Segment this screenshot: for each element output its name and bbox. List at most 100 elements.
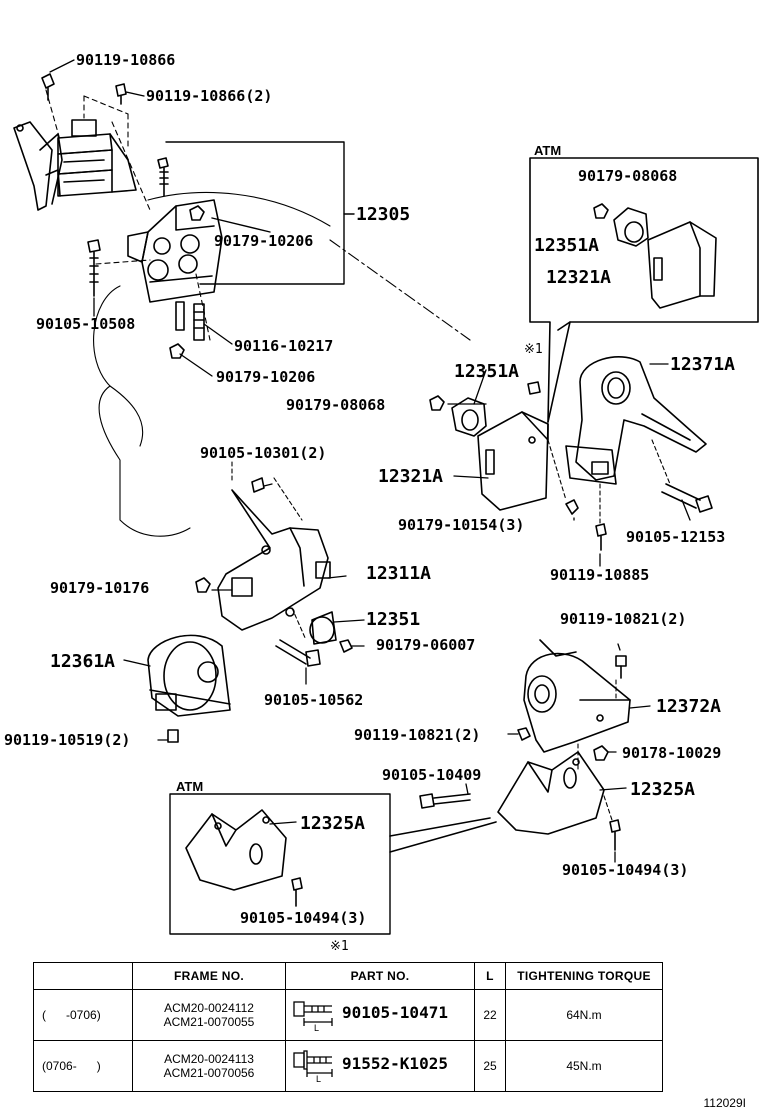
label-12351: 12351: [366, 609, 421, 630]
table-row: (0706- ) ACM20-0024113 ACM21-0070056 L 9…: [33, 1040, 663, 1092]
bolt-dim-label: L: [316, 1074, 321, 1083]
label-90179-10206-b: 90179-10206: [216, 368, 316, 386]
label-12305: 12305: [356, 204, 411, 225]
atm-nut-90179-08068: [593, 203, 609, 219]
bolt-90119-10885: [595, 523, 607, 551]
label-90119-10866: 90119-10866: [76, 51, 176, 69]
table-header-period: [33, 962, 133, 990]
table-row: ( -0706) ACM20-0024112 ACM21-0070055 L 9…: [33, 989, 663, 1041]
table-header-frame: FRAME NO.: [132, 962, 286, 990]
flange-bolt-icon: L: [293, 1050, 333, 1083]
label-90105-12153: 90105-12153: [626, 528, 726, 546]
row1-frame: ACM20-0024112 ACM21-0070055: [132, 989, 286, 1041]
part-table: FRAME NO. PART NO. L TIGHTENING TORQUE (…: [33, 962, 663, 1092]
bracket-12321A: [477, 411, 549, 511]
label-90105-10409: 90105-10409: [382, 766, 482, 784]
label-90179-10154-3: 90179-10154(3): [398, 516, 525, 534]
label-90105-10508: 90105-10508: [36, 315, 136, 333]
bolt-12305: [157, 157, 169, 197]
engine-mount-bracket-12305: [127, 199, 223, 303]
nut-90179-06007: [339, 639, 353, 653]
label-90119-10519-2: 90119-10519(2): [4, 731, 131, 749]
label-90179-08068: 90179-08068: [286, 396, 386, 414]
table-header-part: PART NO.: [285, 962, 475, 990]
label-atm-top: ATM: [534, 143, 562, 158]
nut-90179-10176: [195, 577, 211, 593]
bolt-90105-10494: [609, 819, 621, 851]
row2-frame2: ACM21-0070056: [163, 1066, 255, 1080]
row2-frame: ACM20-0024113 ACM21-0070056: [132, 1040, 286, 1092]
row1-frame1: ACM20-0024112: [164, 1001, 254, 1015]
label-90105-10494-3: 90105-10494(3): [562, 861, 689, 879]
nut-90179-10206-b: [169, 343, 185, 359]
bolt-note1: [527, 381, 541, 395]
row1-torque: 64N.m: [505, 989, 663, 1041]
row2-frame1: ACM20-0024113: [164, 1052, 254, 1066]
label-12372A: 12372A: [656, 696, 722, 717]
nut-90178-10029: [593, 745, 609, 761]
insulator-12351A: [451, 397, 487, 437]
nut-90179-10154: [565, 499, 579, 515]
label-90179-06007: 90179-06007: [376, 636, 476, 654]
label-90119-10821-2b: 90119-10821(2): [354, 726, 481, 744]
bolt-90105-10562: [275, 639, 321, 667]
table-header-torque: TIGHTENING TORQUE: [505, 962, 663, 990]
label-12311A: 12311A: [366, 563, 432, 584]
row2-period: (0706- ): [33, 1040, 133, 1092]
label-12371A: 12371A: [670, 354, 736, 375]
bolt-90119-10821-a: [615, 655, 627, 679]
bolt-90105-10409: [419, 793, 471, 809]
nut-90179-08068: [429, 395, 445, 411]
row1-period: ( -0706): [33, 989, 133, 1041]
row1-part-cell: L 90105-10471: [285, 989, 475, 1041]
row2-part: 91552-K1025: [342, 1054, 448, 1074]
label-12361A: 12361A: [50, 651, 116, 672]
bolt-90105-10301: [251, 477, 265, 493]
row2-l: 25: [474, 1040, 506, 1092]
bolt-dim-label: L: [314, 1023, 319, 1032]
label-90179-10176: 90179-10176: [50, 579, 150, 597]
atm-bracket-12325A: [185, 809, 287, 891]
stud-90116-10217: [175, 301, 205, 341]
atm-callout-box-top: [529, 157, 759, 423]
insulator-12351: [309, 611, 337, 645]
table-header-l: L: [474, 962, 506, 990]
mount-12372A: [523, 639, 631, 753]
label-90178-10029: 90178-10029: [622, 744, 722, 762]
bolt-90119-10866: [41, 73, 55, 101]
label-12325A-atm: 12325A: [300, 813, 366, 834]
bolt-90119-10866-2: [115, 83, 127, 105]
bracket-12325A: [497, 751, 605, 835]
bolt-icon: L: [293, 1001, 333, 1032]
rear-mount-12371A: [565, 356, 707, 485]
front-mount-left-bracket: [13, 121, 63, 211]
label-90119-10866-2: 90119-10866(2): [146, 87, 273, 105]
mount-12361A: [147, 634, 231, 717]
label-note1: ※1: [524, 342, 543, 357]
table-header-row: FRAME NO. PART NO. L TIGHTENING TORQUE: [33, 962, 663, 990]
atm-insulator-12351A: [613, 207, 649, 247]
label-90116-10217: 90116-10217: [234, 337, 334, 355]
document-id: 112029I: [703, 1096, 747, 1110]
label-90179-08068-atm: 90179-08068: [578, 167, 678, 185]
label-12351A: 12351A: [454, 361, 520, 382]
bracket-12311A: [217, 489, 331, 631]
engine-outline: [93, 191, 331, 537]
label-90105-10301-2: 90105-10301(2): [200, 444, 327, 462]
row2-part-cell: L 91552-K1025: [285, 1040, 475, 1092]
label-90105-10562: 90105-10562: [264, 691, 364, 709]
row1-l: 22: [474, 989, 506, 1041]
label-90105-10494-3-atm: 90105-10494(3): [240, 909, 367, 927]
label-12321A: 12321A: [378, 466, 444, 487]
atm-bracket-12321A: [647, 221, 717, 309]
label-90179-10206-a: 90179-10206: [214, 232, 314, 250]
label-90119-10821-2a: 90119-10821(2): [560, 610, 687, 628]
table-note-marker: ※1: [330, 939, 349, 954]
atm-bolt-90105-10494: [291, 877, 303, 907]
nut-90179-10206-a: [189, 205, 205, 221]
label-12325A: 12325A: [630, 779, 696, 800]
row1-frame2: ACM21-0070055: [163, 1015, 255, 1029]
atm-callout-box-bottom: [169, 793, 497, 935]
row2-torque: 45N.m: [505, 1040, 663, 1092]
